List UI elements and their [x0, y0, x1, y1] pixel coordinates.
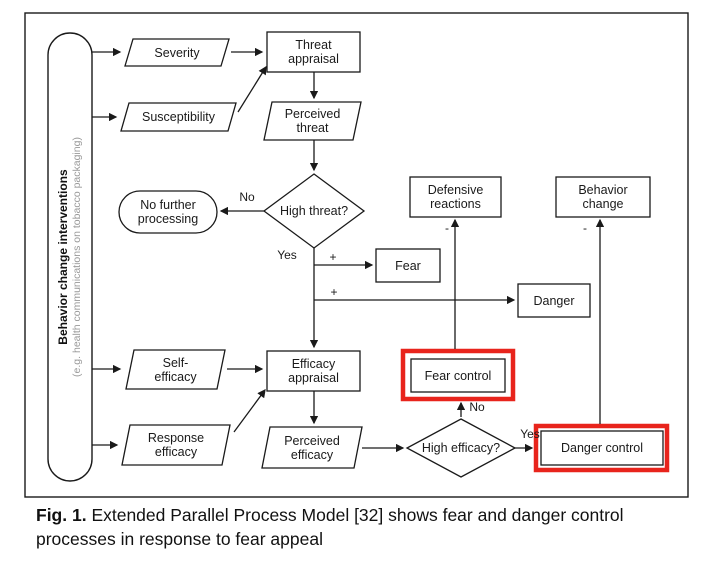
node-fear-control: Fear control [424, 368, 492, 383]
node-behavior-change: Behavior change [578, 183, 628, 211]
intervention-pill-subtitle: (e.g. health communications on tobacco p… [70, 137, 83, 377]
figure-caption-label: Fig. 1. [36, 505, 87, 525]
susceptibility-shape [120, 102, 237, 132]
danger-control-shape [540, 430, 664, 466]
self-efficacy-shape [125, 349, 226, 390]
node-high-efficacy: High efficacy? [421, 441, 501, 455]
diagram-shapes-layer [24, 12, 689, 498]
intervention-pill-title: Behavior change interventions [55, 169, 70, 345]
efficacy-appraisal-shape [266, 350, 361, 392]
node-no-further-processing: No further processing [137, 198, 199, 226]
node-efficacy-appraisal: Efficacy appraisal [288, 357, 339, 385]
intervention-pill-shape [47, 32, 93, 482]
edge-susceptibility-threat-appraisal [237, 65, 267, 113]
node-danger: Danger [533, 293, 575, 308]
fear-control-shape [410, 358, 506, 393]
node-self-efficacy: Self-efficacy [154, 355, 197, 384]
node-perceived-threat: Perceived threat [284, 107, 341, 135]
edge-label-minus-behavior: - [583, 221, 587, 235]
edge-label-plus-danger: + [330, 285, 338, 299]
edge-label-minus-defensive: - [445, 221, 449, 235]
edge-response-efficacy-appraisal [233, 388, 266, 433]
perceived-efficacy-shape [261, 426, 363, 469]
danger-control-highlight [533, 423, 670, 473]
edge-label-no-efficacy: No [469, 400, 485, 414]
edge-label-yes-efficacy: Yes [520, 427, 540, 441]
high-efficacy-diamond [405, 418, 517, 478]
eppm-diagram: Behavior change interventions (e.g. heal… [24, 12, 689, 498]
intervention-pill-text: Behavior change interventions (e.g. heal… [48, 37, 92, 477]
fear-shape [375, 248, 441, 283]
node-high-threat: High threat? [279, 204, 349, 218]
edge-label-yes-threat: Yes [277, 248, 297, 262]
figure-caption: Fig. 1. Extended Parallel Process Model … [36, 503, 636, 551]
danger-shape [517, 283, 591, 318]
node-susceptibility: Susceptibility [142, 110, 215, 124]
fear-control-highlight [400, 348, 516, 402]
no-further-processing-shape [118, 190, 218, 234]
node-defensive-reactions: Defensive reactions [427, 183, 484, 211]
node-fear: Fear [395, 258, 421, 273]
node-severity: Severity [154, 45, 200, 60]
figure-frame [24, 12, 689, 498]
severity-shape [124, 38, 230, 67]
edge-label-plus-fear: + [329, 250, 337, 264]
edge-label-no-threat: No [239, 190, 255, 204]
node-threat-appraisal: Threat appraisal [288, 38, 339, 66]
perceived-threat-shape [263, 101, 362, 141]
node-danger-control: Danger control [561, 441, 643, 455]
node-response-efficacy: Response efficacy [147, 431, 205, 459]
response-efficacy-shape [121, 424, 231, 466]
behavior-change-shape [555, 176, 651, 218]
node-perceived-efficacy: Perceived efficacy [284, 433, 340, 462]
defensive-reactions-shape [409, 176, 502, 218]
figure-caption-text: Extended Parallel Process Model [32] sho… [36, 505, 624, 550]
